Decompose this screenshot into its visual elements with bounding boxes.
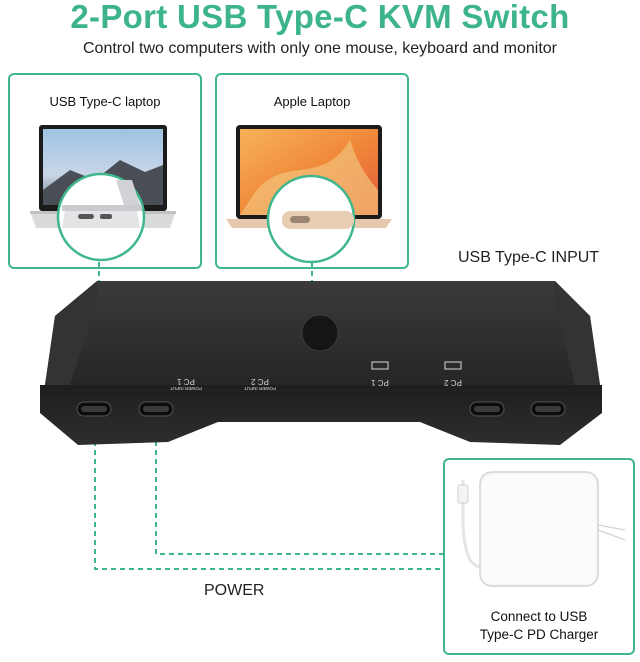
apple-laptop-zoom bbox=[266, 174, 356, 264]
power-label: POWER bbox=[204, 582, 265, 599]
usb-c-input-label: USB Type-C INPUT bbox=[458, 249, 600, 266]
port-label-pc2-power: PC 2 bbox=[251, 377, 269, 386]
charger-image bbox=[457, 471, 626, 587]
charger-caption: Connect to USB Type-C PD Charger bbox=[445, 608, 633, 644]
device-label-usbc-laptop: USB Type-C laptop bbox=[49, 94, 161, 109]
video-port-icons bbox=[371, 361, 462, 370]
charger-caption-line2: Type-C PD Charger bbox=[479, 627, 599, 642]
port-label-pc1-power: PC 1 bbox=[177, 377, 195, 386]
port-label-pc1-power-sub: POWER INPUT bbox=[170, 386, 202, 391]
device-label-apple-laptop: Apple Laptop bbox=[273, 94, 351, 109]
usbc-laptop-zoom bbox=[56, 172, 146, 262]
port-label-pc2-power-sub: POWER INPUT bbox=[244, 386, 276, 391]
port-label-pc1: PC 1 bbox=[371, 378, 389, 387]
page-subtitle: Control two computers with only one mous… bbox=[82, 40, 557, 57]
page-title: 2-Port USB Type-C KVM Switch bbox=[70, 0, 570, 35]
port-label-pc2: PC 2 bbox=[444, 378, 462, 387]
kvm-switch: PC 1 POWER INPUT PC 2 POWER INPUT PC 1 P… bbox=[40, 281, 602, 445]
charger-caption-line1: Connect to USB bbox=[490, 609, 588, 624]
